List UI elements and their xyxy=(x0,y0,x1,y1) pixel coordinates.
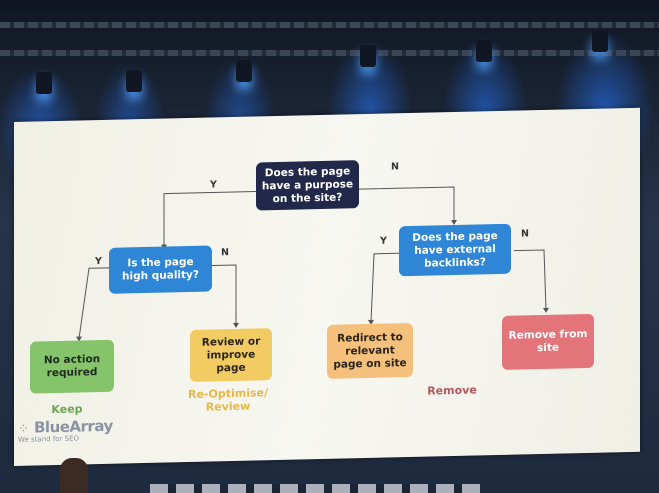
ceiling-truss xyxy=(0,50,659,56)
edge-label-no: N xyxy=(221,247,229,259)
outcome-reoptimise: Re-Optimise/ Review xyxy=(187,386,268,414)
stage-light xyxy=(476,40,492,62)
stage-banner-strip xyxy=(150,484,480,493)
edge-label-yes: Y xyxy=(95,256,102,268)
node-purpose-question: Does the page have a purpose on the site… xyxy=(256,160,359,211)
brand-name: BlueArray xyxy=(34,416,113,437)
edge-label-no: N xyxy=(391,161,399,173)
stage-light xyxy=(36,72,52,94)
stage-light xyxy=(236,60,252,82)
stage-light xyxy=(592,30,608,52)
edge-label-no: N xyxy=(521,228,529,240)
stage-light xyxy=(360,45,376,67)
node-quality-question: Is the page high quality? xyxy=(109,245,212,294)
node-backlinks-question: Does the page have external backlinks? xyxy=(399,223,511,277)
ceiling-truss xyxy=(0,22,659,28)
edge-label-yes: Y xyxy=(210,179,217,191)
brand-logo: ⁘ BlueArray We stand for SEO xyxy=(18,416,113,444)
node-no-action: No action required xyxy=(30,339,114,394)
projected-slide: Does the page have a purpose on the site… xyxy=(14,107,640,467)
speaker-silhouette xyxy=(60,458,88,493)
node-review-improve: Review or improve page xyxy=(190,328,272,383)
logo-dots-icon: ⁘ xyxy=(18,421,29,437)
node-redirect: Redirect to relevant page on site xyxy=(327,322,413,379)
outcome-keep: Keep xyxy=(51,402,83,417)
flowchart-connectors xyxy=(76,186,549,342)
stage-light xyxy=(126,70,142,92)
edge-label-yes: Y xyxy=(380,235,387,247)
node-remove-from-site: Remove from site xyxy=(502,313,594,370)
outcome-remove: Remove xyxy=(427,383,477,398)
